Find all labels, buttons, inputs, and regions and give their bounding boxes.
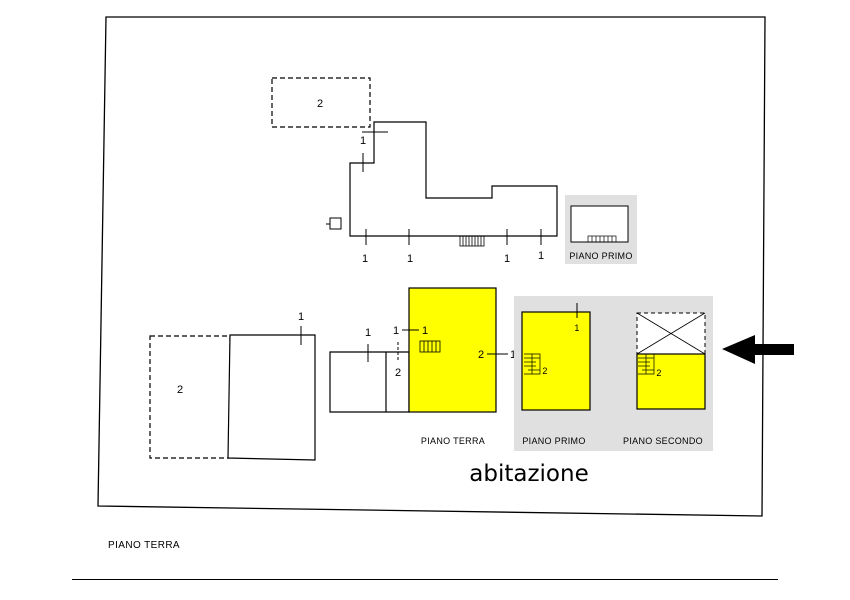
first-floor-caption: PIANO PRIMO [522, 436, 585, 446]
dwelling-second-floor [636, 353, 706, 410]
annex-left-label: 2 [177, 384, 183, 396]
annex-left-dashed [149, 335, 231, 459]
stair-hatch-ground [419, 340, 441, 353]
left-room-outline [227, 334, 316, 461]
middle-room-label: 2 [395, 367, 401, 379]
first-floor-label: 1 [574, 323, 579, 333]
ground-floor-caption: PIANO TERRA [421, 436, 485, 446]
main-building-outline [349, 121, 558, 237]
dwelling-label: 1 [393, 325, 399, 337]
middle-room-label: 1 [365, 327, 371, 339]
middle-room-outline [329, 351, 410, 413]
second-floor-caption: PIANO SECONDO [623, 436, 703, 446]
second-floor-stair-label: 2 [656, 368, 661, 378]
left-room-label: 1 [298, 311, 304, 323]
main-building-label: 1 [362, 253, 368, 265]
first-floor-stair-label: 2 [542, 366, 547, 376]
stair-hatch-second [638, 353, 655, 375]
annex-top-dashed [271, 77, 371, 128]
second-floor-void-cross [636, 312, 706, 355]
main-building-label: 1 [538, 250, 544, 262]
inset-building [570, 205, 629, 243]
small-outbuilding [329, 217, 342, 230]
footer-rule [72, 579, 778, 580]
stair-hatch-first [524, 353, 541, 375]
dwelling-first-floor [521, 311, 591, 411]
annex-top-label: 2 [317, 98, 323, 110]
footer-caption: PIANO TERRA [108, 540, 181, 551]
main-building-label: 1 [504, 253, 510, 265]
stair-hatch-main [459, 235, 485, 247]
dwelling-title: abitazione [469, 461, 588, 487]
dwelling-label: 1 [422, 325, 428, 337]
main-building-label: 1 [407, 253, 413, 265]
stair-hatch-inset [587, 235, 617, 243]
arrow-left-icon [722, 335, 794, 364]
inset-caption: PIANO PRIMO [569, 251, 632, 261]
main-building-label: 1 [360, 135, 366, 147]
dwelling-ground-floor [408, 287, 497, 413]
dwelling-label: 1 [510, 349, 516, 361]
property-boundary [97, 16, 766, 517]
dwelling-label: 2 [478, 349, 484, 361]
